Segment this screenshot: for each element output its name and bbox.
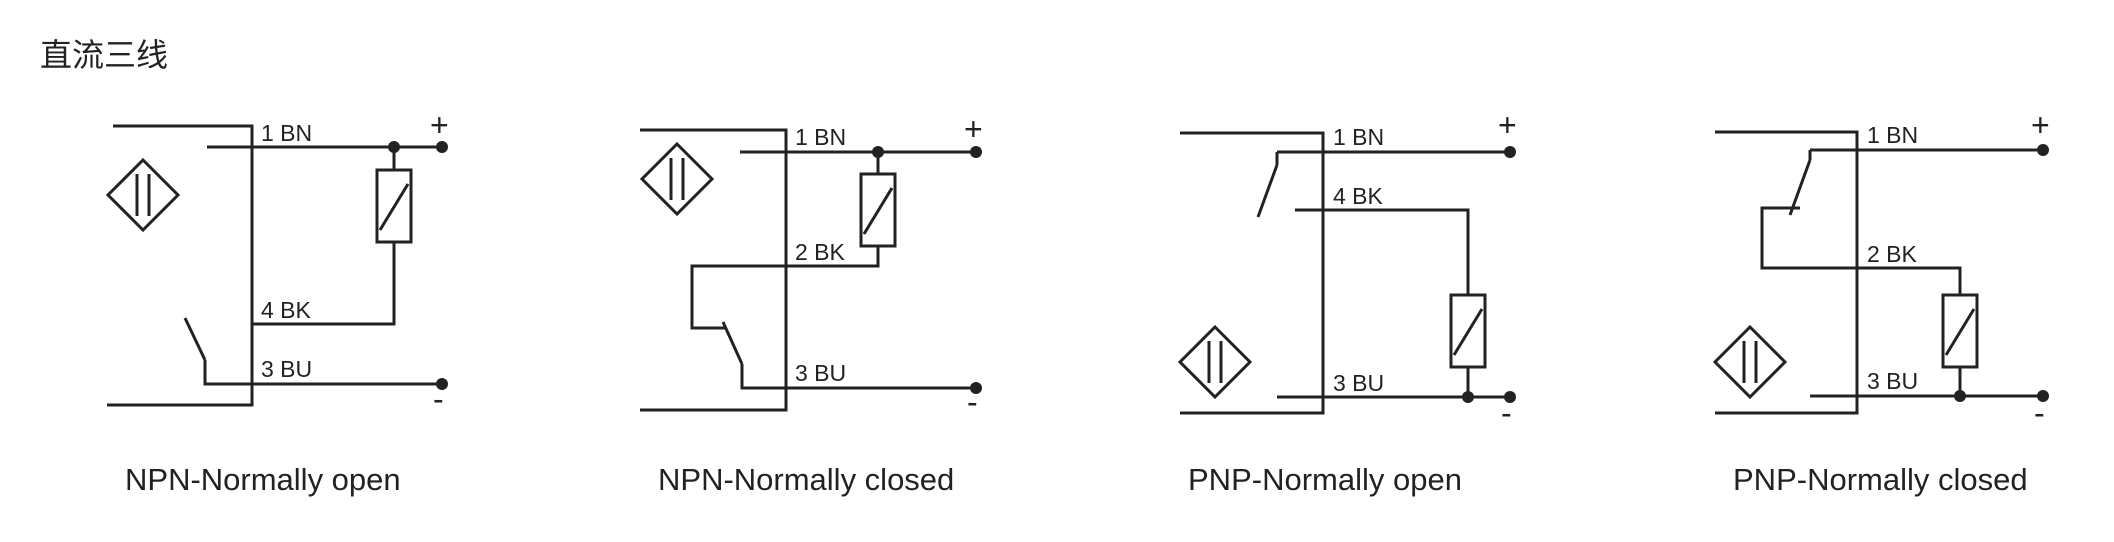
sensor-symbol-icon bbox=[105, 157, 181, 233]
switch-lever bbox=[1256, 164, 1279, 218]
plus-sign: + bbox=[1498, 107, 1517, 143]
page-title: 直流三线 bbox=[40, 36, 169, 74]
terminal-plus-dot bbox=[1504, 146, 1516, 158]
junction-dot bbox=[1462, 391, 1474, 403]
label-bn: 1 BN bbox=[795, 124, 846, 150]
terminal-plus-dot bbox=[970, 146, 982, 158]
load-resistor-icon bbox=[859, 172, 897, 248]
terminal-plus-dot bbox=[436, 141, 448, 153]
diagram-pnp-normally-closed: 1 BN 2 BK 3 BU + - PNP-Normally closed bbox=[1712, 107, 2050, 497]
label-bu: 3 BU bbox=[261, 356, 312, 382]
junction-dot bbox=[1954, 390, 1966, 402]
sensor-housing-outline bbox=[1180, 131, 1325, 415]
wire-bk bbox=[690, 246, 880, 330]
load-resistor-icon bbox=[1449, 293, 1487, 369]
caption-pnp-normally-open: PNP-Normally open bbox=[1188, 462, 1462, 497]
plus-sign: + bbox=[964, 111, 983, 147]
label-bk: 4 BK bbox=[1333, 183, 1384, 209]
wire-bk bbox=[1295, 208, 1470, 295]
label-bu: 3 BU bbox=[1333, 370, 1384, 396]
minus-sign: - bbox=[967, 384, 978, 420]
plus-sign: + bbox=[2031, 107, 2050, 143]
terminal-plus-dot bbox=[2037, 144, 2049, 156]
switch-lever bbox=[183, 317, 207, 361]
plus-sign: + bbox=[430, 107, 449, 143]
load-resistor-icon bbox=[1941, 293, 1979, 369]
label-bn: 1 BN bbox=[1867, 122, 1918, 148]
wire-bu bbox=[203, 360, 442, 386]
label-bn: 1 BN bbox=[1333, 124, 1384, 150]
load-resistor-icon bbox=[375, 168, 413, 244]
caption-npn-normally-open: NPN-Normally open bbox=[125, 462, 401, 497]
label-bu: 3 BU bbox=[795, 360, 846, 386]
sensor-symbol-icon bbox=[1712, 324, 1788, 400]
label-bn: 1 BN bbox=[261, 120, 312, 146]
terminal-minus-dot bbox=[970, 382, 982, 394]
terminal-minus-dot bbox=[1504, 391, 1516, 403]
sensor-symbol-icon bbox=[1177, 324, 1253, 400]
switch-lever bbox=[721, 321, 744, 365]
switch-lever bbox=[1788, 159, 1812, 216]
wire-bk bbox=[252, 242, 396, 326]
diagram-pnp-normally-open: 1 BN 4 BK 3 BU + - PNP-Normally open bbox=[1177, 107, 1517, 497]
label-bk: 2 BK bbox=[1867, 241, 1918, 267]
sensor-housing-outline bbox=[640, 128, 788, 412]
minus-sign: - bbox=[2034, 395, 2045, 431]
label-bk: 2 BK bbox=[795, 239, 846, 265]
wire-bu bbox=[740, 364, 976, 390]
label-bu: 3 BU bbox=[1867, 368, 1918, 394]
diagram-npn-normally-closed: 1 BN 2 BK 3 BU + - NPN-Normally closed bbox=[639, 111, 983, 497]
minus-sign: - bbox=[433, 381, 444, 417]
caption-pnp-normally-closed: PNP-Normally closed bbox=[1733, 462, 2028, 497]
wire-bk bbox=[1760, 206, 1962, 295]
sensor-housing-outline bbox=[107, 124, 254, 407]
terminal-minus-dot bbox=[2037, 390, 2049, 402]
label-bk: 4 BK bbox=[261, 297, 312, 323]
caption-npn-normally-closed: NPN-Normally closed bbox=[658, 462, 954, 497]
sensor-symbol-icon bbox=[639, 141, 715, 217]
terminal-minus-dot bbox=[436, 378, 448, 390]
diagram-npn-normally-open: 1 BN 4 BK 3 BU + - NPN-Normally open bbox=[105, 107, 449, 497]
sensor-housing-outline bbox=[1715, 130, 1859, 415]
minus-sign: - bbox=[1501, 395, 1512, 431]
